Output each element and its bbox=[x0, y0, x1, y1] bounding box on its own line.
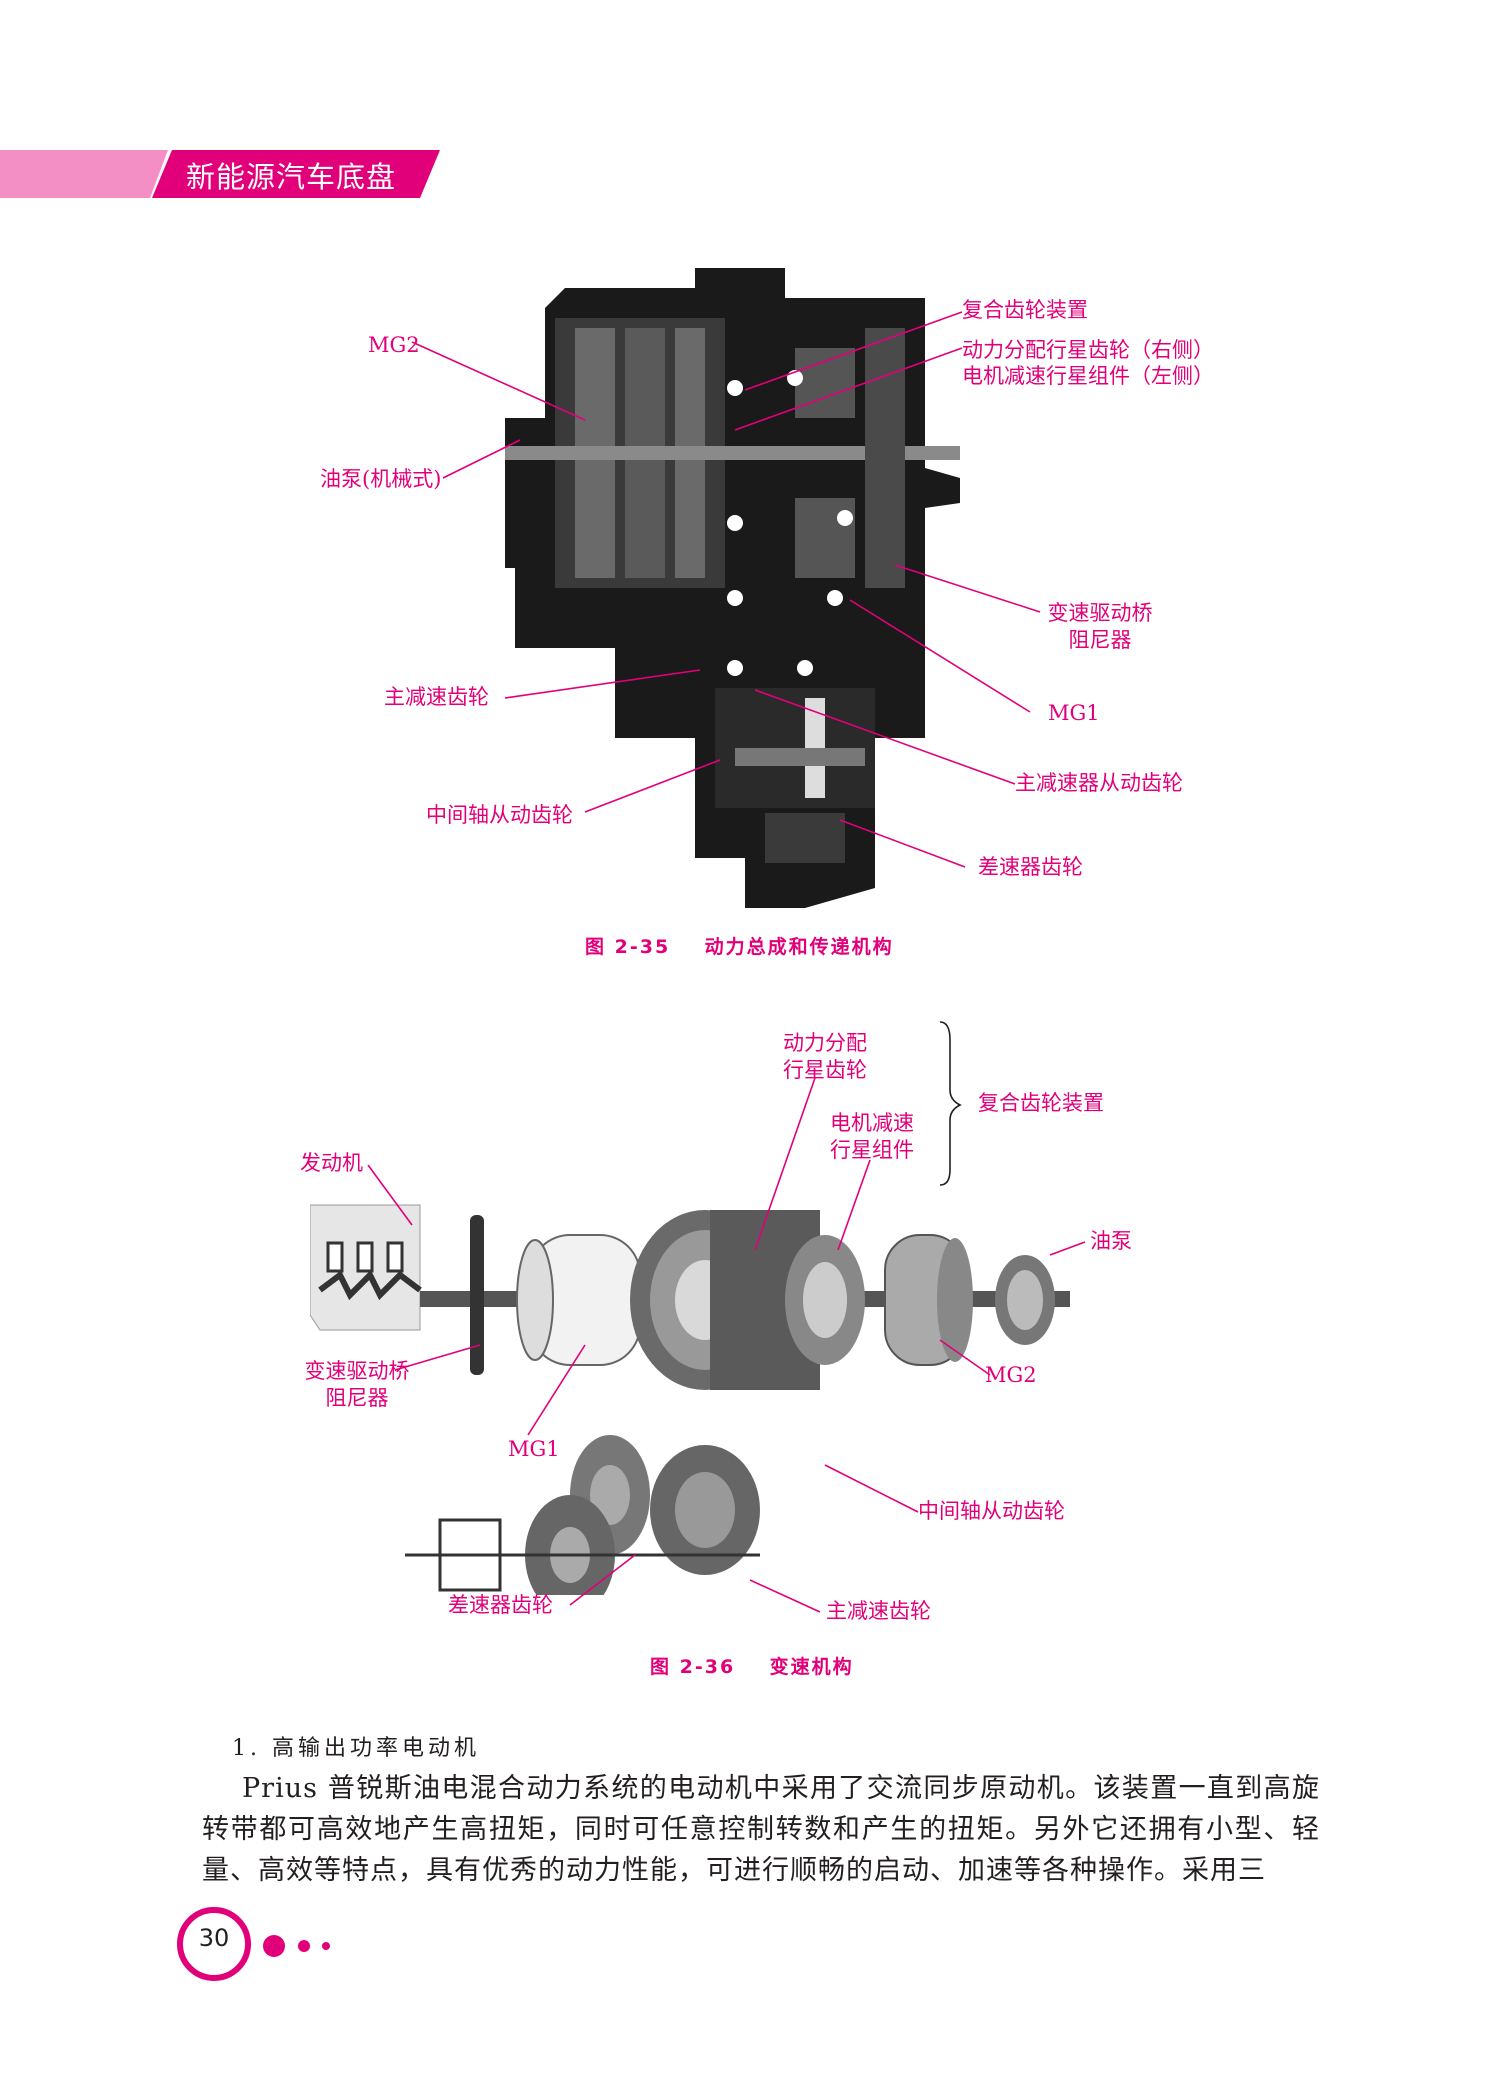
fig1-label-countershaft: 中间轴从动齿轮 bbox=[426, 803, 573, 827]
figure1-caption-number: 图 2-35 bbox=[585, 936, 671, 958]
fig2-label-damper-line2: 阻尼器 bbox=[325, 1386, 389, 1410]
fig1-label-differential: 差速器齿轮 bbox=[978, 855, 1083, 879]
fig1-label-driven-gear: 主减速器从动齿轮 bbox=[1015, 771, 1183, 795]
chapter-banner bbox=[0, 150, 445, 198]
fig2-label-motor-reduction-line2: 行星组件 bbox=[830, 1138, 914, 1162]
fig1-label-motor-reduction: 电机减速行星组件（左侧） bbox=[962, 364, 1214, 388]
fig2-label-oil-pump: 油泵 bbox=[1090, 1229, 1132, 1253]
fig2-label-power-split: 动力分配 行星齿轮 bbox=[765, 1030, 885, 1084]
fig1-label-power-split-gear: 动力分配行星齿轮（右侧） bbox=[962, 338, 1214, 362]
fig1-label-damper-line2: 阻尼器 bbox=[1068, 628, 1132, 652]
body-paragraph: Prius 普锐斯油电混合动力系统的电动机中采用了交流同步原动机。该装置一直到高… bbox=[202, 1773, 1320, 1886]
fig2-label-differential: 差速器齿轮 bbox=[448, 1593, 553, 1617]
fig2-label-motor-reduction: 电机减速 行星组件 bbox=[812, 1110, 932, 1164]
figure1-caption-text: 动力总成和传递机构 bbox=[704, 936, 894, 958]
fig1-label-oil-pump: 油泵(机械式) bbox=[320, 467, 442, 491]
banner-shape bbox=[0, 150, 440, 198]
fig1-label-damper: 变速驱动桥 阻尼器 bbox=[1040, 600, 1160, 654]
fig2-label-power-split-line1: 动力分配 bbox=[783, 1031, 867, 1055]
fig2-label-engine: 发动机 bbox=[300, 1151, 363, 1175]
fig1-label-compound-gear: 复合齿轮装置 bbox=[962, 298, 1088, 322]
page-number: 30 bbox=[198, 1924, 230, 1952]
fig2-label-power-split-line2: 行星齿轮 bbox=[783, 1058, 867, 1082]
fig2-label-damper: 变速驱动桥 阻尼器 bbox=[297, 1358, 417, 1412]
fig1-label-final-drive: 主减速齿轮 bbox=[384, 685, 489, 709]
figure1-caption: 图 2-35 动力总成和传递机构 bbox=[585, 932, 894, 959]
fig2-label-mg1: MG1 bbox=[508, 1437, 560, 1461]
figure1-leader-lines bbox=[411, 311, 1041, 868]
transmission-mechanism-drawing bbox=[310, 1204, 1070, 1595]
powertrain-cross-section bbox=[505, 268, 960, 908]
fig2-label-countershaft: 中间轴从动齿轮 bbox=[918, 1499, 1065, 1523]
chapter-title: 新能源汽车底盘 bbox=[186, 160, 397, 194]
fig1-label-mg1: MG1 bbox=[1048, 701, 1100, 725]
figure2-caption: 图 2-36 变速机构 bbox=[650, 1652, 854, 1679]
fig2-label-compound-gear: 复合齿轮装置 bbox=[978, 1091, 1104, 1115]
fig2-label-final-drive: 主减速齿轮 bbox=[826, 1599, 931, 1623]
figure2-caption-text: 变速机构 bbox=[769, 1656, 854, 1678]
fig1-label-damper-line1: 变速驱动桥 bbox=[1047, 601, 1153, 625]
figure2-caption-number: 图 2-36 bbox=[650, 1656, 736, 1678]
page-badge bbox=[177, 1907, 330, 1981]
figure2-leader-lines bbox=[367, 1021, 1086, 1613]
fig1-label-mg2: MG2 bbox=[368, 333, 420, 357]
fig2-label-motor-reduction-line1: 电机减速 bbox=[830, 1111, 914, 1135]
fig2-label-damper-line1: 变速驱动桥 bbox=[304, 1359, 410, 1383]
section-heading: 1. 高输出功率电动机 bbox=[232, 1736, 480, 1761]
fig2-label-mg2: MG2 bbox=[985, 1363, 1037, 1387]
